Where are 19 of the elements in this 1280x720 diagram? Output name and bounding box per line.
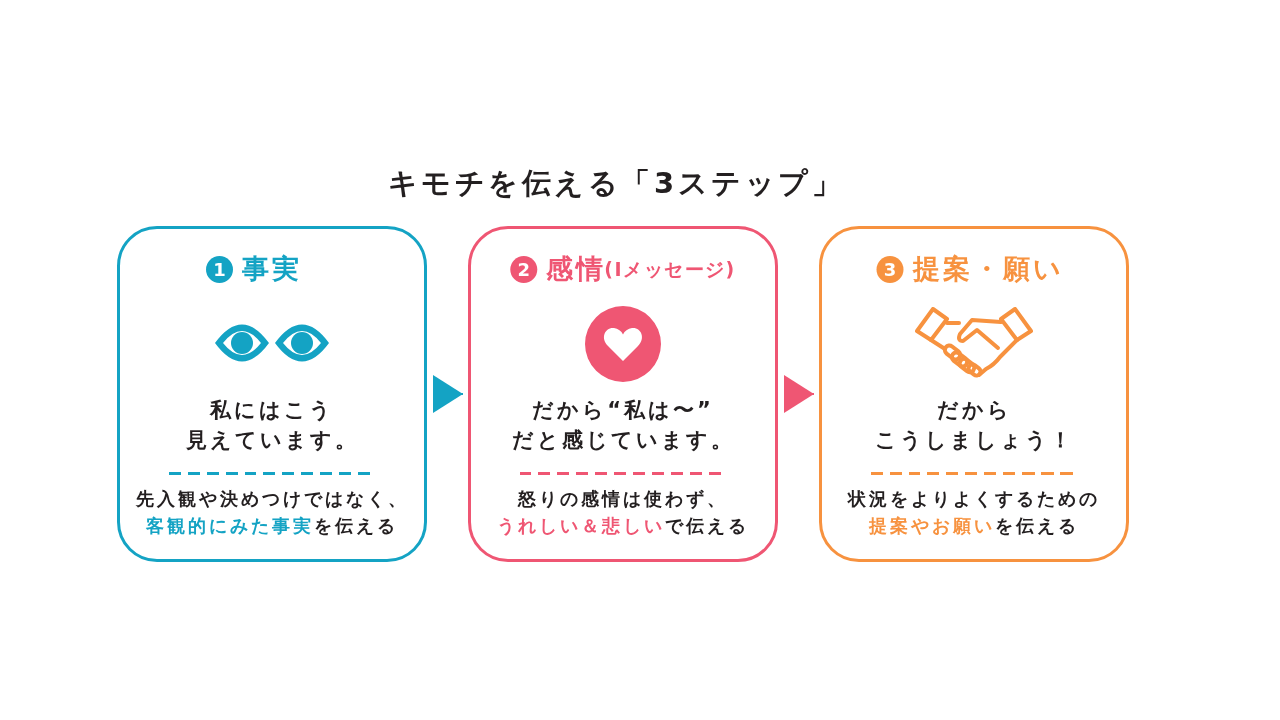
step-description: 怒りの感情は使わず、うれしい＆悲しいで伝える [497,488,749,538]
arrow [432,375,464,413]
step-heading: 提案・願い [912,252,1064,286]
step-box [819,226,1129,562]
step-number: 2 [510,255,538,283]
step-box [468,226,778,562]
step-subheading: (Iメッセージ) [604,257,736,282]
step-heading: 事実 [242,252,302,286]
step-statement: 私にはこう見えています。 [185,397,359,454]
step-statement: だから“私は〜”だと感じています。 [511,397,735,454]
step-description: 先入観や決めつけではなく、客観的にみた事実を伝える [135,488,409,538]
step-heading: 感情 [546,252,607,286]
step-description: 状況をよりよくするための提案やお願いを伝える [848,488,1100,538]
title: キモチを伝える「3ステップ」 [387,165,845,201]
step-number: 1 [206,255,233,283]
step-box [117,226,427,562]
step-statement: だからこうしましょう！ [874,397,1074,454]
step-number: 3 [876,255,904,283]
arrow [783,375,815,413]
